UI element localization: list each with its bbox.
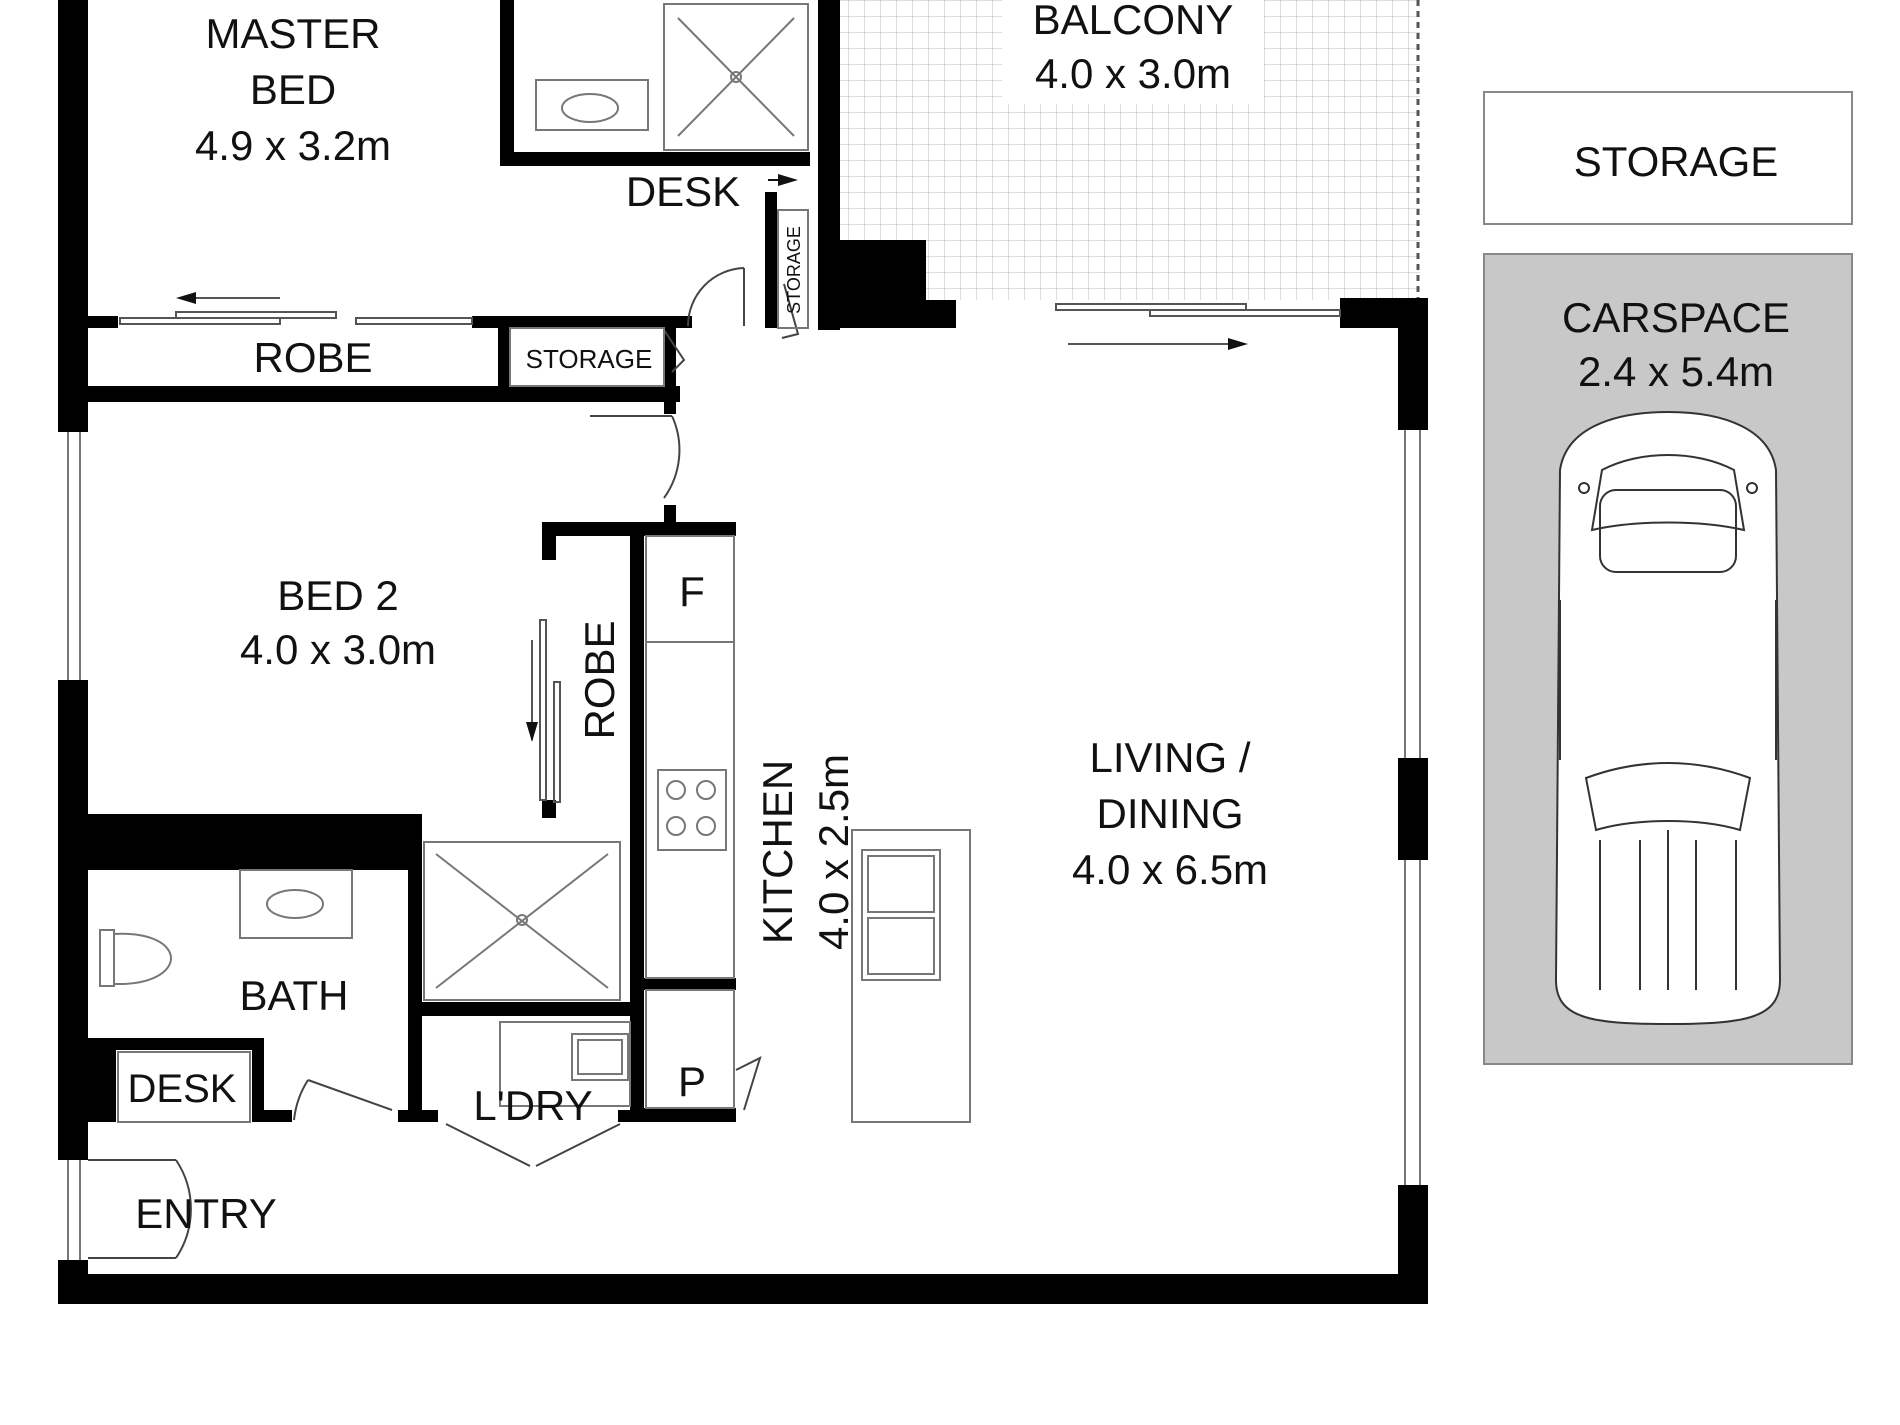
ensuite-basin — [561, 93, 619, 123]
storage-closet — [777, 209, 809, 329]
bed2-robe-wall-leftb — [542, 800, 556, 818]
toilet-cistern — [99, 929, 115, 987]
living-name-2: DINING — [1097, 790, 1244, 837]
bath-desk-wall-right — [252, 1038, 264, 1120]
toilet-bowl — [113, 932, 172, 986]
balcony-size: 4.0 x 3.0m — [1035, 50, 1231, 97]
bed2-wall-stub — [664, 505, 676, 523]
bath-desk-label: DESK — [128, 1067, 237, 1111]
carspace-size: 2.4 x 5.4m — [1578, 348, 1774, 395]
master-bed-name-1: MASTER — [205, 10, 380, 57]
bath-basin-counter — [239, 869, 353, 939]
external-storage-box — [1483, 91, 1853, 225]
kitchen-bench-wall — [630, 832, 644, 1114]
ensuite-wall-left — [500, 0, 514, 165]
kitchen-island — [851, 829, 971, 1123]
ldry-wall-bottom-a — [398, 1110, 438, 1122]
sliding-doors — [119, 297, 1341, 803]
left-wall — [58, 0, 88, 432]
master-bed-size: 4.9 x 3.2m — [195, 122, 391, 169]
fridge-label: F — [679, 568, 705, 615]
swing-doors — [88, 267, 800, 1259]
right-wall-mid — [1398, 758, 1428, 860]
ensuite-shower — [663, 3, 809, 151]
bath-wall-mid — [408, 814, 422, 1014]
robe-wall-right — [664, 326, 676, 414]
pantry-label: P — [678, 1058, 706, 1105]
closet-storage-label: STORAGE — [784, 226, 804, 314]
walls — [58, 0, 1428, 1304]
bed2-robe-wall-left — [542, 522, 556, 560]
bed2-size: 4.0 x 3.0m — [240, 626, 436, 673]
laundry-area — [499, 1021, 631, 1107]
laundry-tub — [571, 1033, 629, 1081]
balcony-wall-right — [1340, 298, 1428, 328]
laundry-name: L'DRY — [473, 1082, 592, 1129]
balcony-name: BALCONY — [1033, 0, 1234, 43]
ldry-wall-bottom-b — [618, 1110, 736, 1122]
cooktop — [657, 769, 727, 851]
bed2-robe-label: ROBE — [576, 620, 623, 739]
storage-small-wall — [765, 192, 777, 328]
robe-wall-top — [88, 316, 118, 328]
pantry — [645, 989, 735, 1109]
robe-divider — [498, 316, 510, 396]
bath-name: BATH — [240, 972, 349, 1019]
bottom-wall — [58, 1274, 1428, 1304]
bed2-robe-wall-right — [630, 522, 644, 840]
balcony-sill — [818, 300, 956, 328]
bed2-bath-wall — [88, 814, 416, 870]
windows — [67, 430, 1421, 1260]
external-storage-label: STORAGE — [1574, 138, 1779, 185]
bath-basin — [266, 889, 324, 919]
robe-wall-top2 — [472, 316, 692, 328]
bed2-name: BED 2 — [277, 572, 398, 619]
ldry-wall-left — [408, 1014, 422, 1122]
bath-desk-wall-top — [88, 1038, 264, 1050]
desk-wall-left — [88, 1038, 116, 1122]
robe-storage — [509, 327, 665, 387]
bath-desk — [117, 1051, 251, 1123]
kitchen-size: 4.0 x 2.5m — [810, 754, 857, 950]
left-wall-lower — [58, 680, 88, 1160]
robe-wall-bottom — [88, 386, 680, 402]
right-wall-bottom — [1398, 1185, 1428, 1303]
carspace-name: CARSPACE — [1562, 294, 1790, 341]
bath-shower-bottom — [408, 1002, 644, 1016]
master-robe-label: ROBE — [253, 334, 372, 381]
living-name-1: LIVING / — [1089, 734, 1250, 781]
balcony-label-box — [1002, 0, 1264, 104]
kitchen-wall-a — [644, 978, 736, 990]
bath-desk-wall-bottom — [252, 1110, 292, 1122]
master-bed-name-2: BED — [250, 66, 336, 113]
bath-shower — [423, 841, 621, 1001]
fixtures — [99, 3, 971, 1123]
living-size: 4.0 x 6.5m — [1072, 846, 1268, 893]
ensuite-wall-bottom — [500, 152, 810, 166]
entry-name: ENTRY — [135, 1190, 277, 1237]
master-desk-label: DESK — [626, 168, 740, 215]
kitchen-name: KITCHEN — [754, 760, 801, 944]
car-icon — [1554, 410, 1782, 1026]
kitchen-bench — [645, 641, 735, 979]
kitchen-sink — [861, 849, 941, 981]
ensuite-basin-counter — [535, 79, 649, 131]
robe-storage-label: STORAGE — [526, 344, 653, 374]
